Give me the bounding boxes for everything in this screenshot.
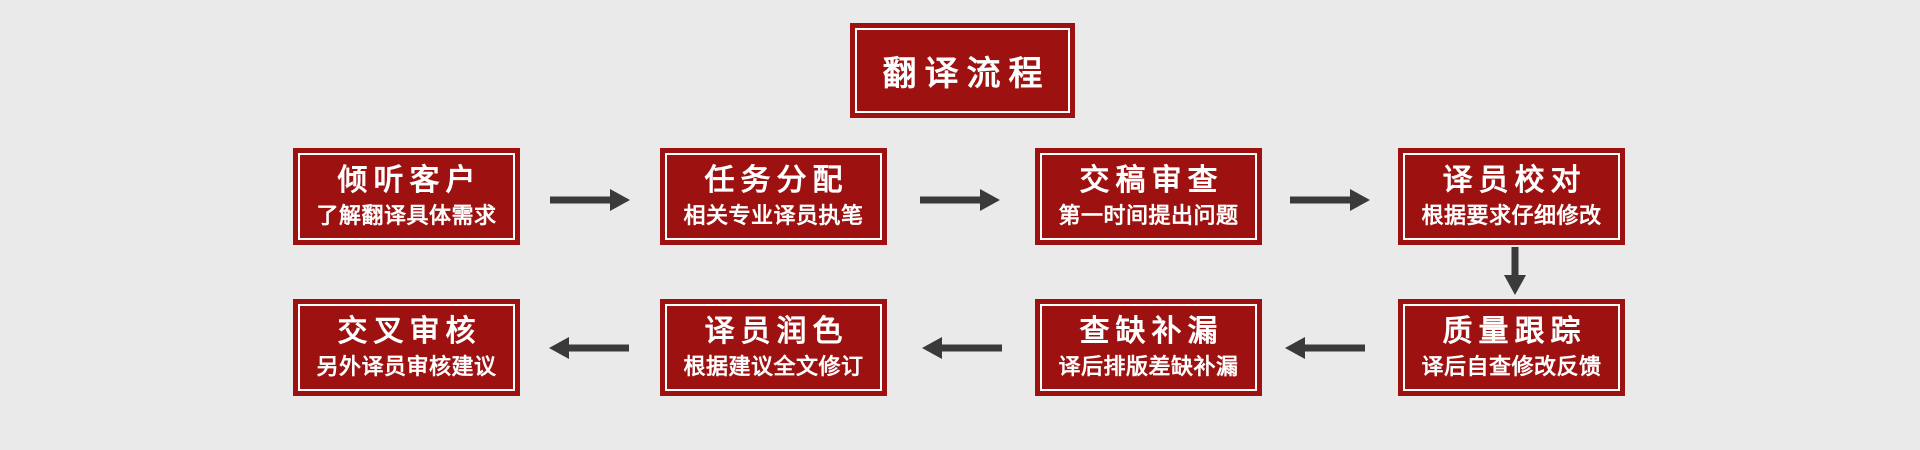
flow-step-title: 查缺补漏 [1079,314,1224,348]
flow-step-translator-proofread: 译员校对 根据要求仔细修改 [1398,148,1625,245]
flow-step-subtitle: 根据建议全文修订 [683,354,864,380]
flow-step-subtitle: 译后排版差缺补漏 [1058,354,1239,380]
flow-step-listen-client: 倾听客户 了解翻译具体需求 [293,148,520,245]
flow-step-title: 译员校对 [1442,163,1587,197]
flow-step-draft-review: 交稿审查 第一时间提出问题 [1035,148,1262,245]
flow-step-frame: 交稿审查 第一时间提出问题 [1040,153,1257,240]
flow-step-frame: 质量跟踪 译后自查修改反馈 [1403,304,1620,391]
flow-step-frame: 任务分配 相关专业译员执笔 [665,153,882,240]
flow-step-frame: 查缺补漏 译后排版差缺补漏 [1040,304,1257,391]
flow-step-cross-review: 交叉审核 另外译员审核建议 [293,299,520,396]
arrow-left-icon [1285,337,1365,359]
flow-step-title: 倾听客户 [337,163,482,197]
flow-step-title: 译员润色 [704,314,849,348]
flow-step-title: 交稿审查 [1079,163,1224,197]
arrow-left-icon [549,337,629,359]
flow-step-quality-tracking: 质量跟踪 译后自查修改反馈 [1398,299,1625,396]
flow-step-gap-filling: 查缺补漏 译后排版差缺补漏 [1035,299,1262,396]
flow-step-title: 任务分配 [704,163,849,197]
flow-step-frame: 交叉审核 另外译员审核建议 [298,304,515,391]
arrow-right-icon [550,189,630,211]
arrow-right-icon [920,189,1000,211]
title-box-frame: 翻译流程 [855,28,1070,113]
flow-step-subtitle: 另外译员审核建议 [316,354,497,380]
flow-step-subtitle: 根据要求仔细修改 [1421,203,1602,229]
flowchart-title-box: 翻译流程 [850,23,1075,118]
flow-step-subtitle: 相关专业译员执笔 [683,203,864,229]
flow-step-frame: 倾听客户 了解翻译具体需求 [298,153,515,240]
flow-step-subtitle: 第一时间提出问题 [1058,203,1239,229]
arrow-right-icon [1290,189,1370,211]
flow-step-frame: 译员校对 根据要求仔细修改 [1403,153,1620,240]
flow-step-task-assignment: 任务分配 相关专业译员执笔 [660,148,887,245]
arrow-left-icon [922,337,1002,359]
flow-step-subtitle: 了解翻译具体需求 [316,203,497,229]
flow-step-frame: 译员润色 根据建议全文修订 [665,304,882,391]
flow-step-title: 交叉审核 [337,314,482,348]
flow-step-title: 质量跟踪 [1442,314,1587,348]
flow-step-subtitle: 译后自查修改反馈 [1421,354,1602,380]
page-title: 翻译流程 [882,55,1051,93]
flow-step-translator-polish: 译员润色 根据建议全文修订 [660,299,887,396]
arrow-down-icon [1504,247,1526,295]
